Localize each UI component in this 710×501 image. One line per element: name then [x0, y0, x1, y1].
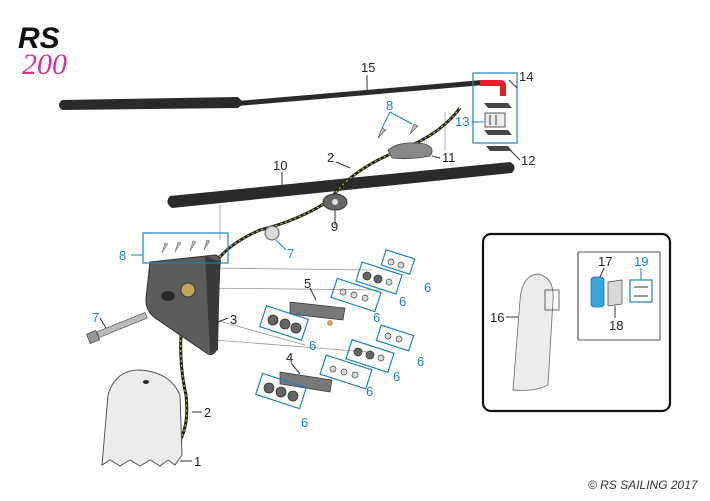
label-6e: 6	[417, 354, 424, 369]
label-8-stock: 8	[119, 248, 126, 263]
label-9: 9	[331, 219, 338, 234]
rudder-blade	[101, 369, 183, 467]
inset-blue-pin	[590, 276, 605, 308]
label-6a: 6	[424, 280, 431, 295]
rudder-stock	[145, 254, 221, 355]
joint-base-plate	[486, 146, 512, 151]
tiller-extension	[59, 80, 484, 110]
label-15: 15	[361, 60, 375, 75]
stock-screws	[161, 239, 211, 254]
label-6g: 6	[366, 384, 373, 399]
label-10: 10	[273, 158, 287, 173]
label-6h: 6	[301, 415, 308, 430]
callout-box-joint	[472, 72, 518, 144]
leader-lines	[99, 75, 642, 462]
label-4: 4	[286, 350, 293, 365]
joint-fittings	[484, 103, 512, 135]
logo-model: 200	[22, 48, 67, 81]
upper-pintle	[289, 301, 346, 326]
part-labels: 15 14 13 12 11 8 2 10 9 7 8 7 3 5 4 2 1 …	[92, 60, 648, 469]
pivot-bolt	[86, 312, 148, 344]
pivot-cap	[264, 225, 280, 241]
inset-detail	[481, 232, 672, 413]
label-5: 5	[304, 276, 311, 291]
copyright-notice: © RS SAILING 2017	[588, 478, 699, 492]
label-12: 12	[521, 153, 535, 168]
label-6c: 6	[373, 310, 380, 325]
callout-box-stock-screws	[142, 232, 229, 264]
inset-pad	[607, 279, 623, 307]
cleat	[387, 142, 433, 160]
logo-brand: RS	[18, 22, 60, 55]
label-7-cap: 7	[287, 246, 294, 261]
label-3: 3	[230, 312, 237, 327]
label-16: 16	[490, 310, 504, 325]
universal-joint	[480, 80, 506, 96]
cleat-screws	[377, 123, 419, 139]
label-11: 11	[442, 150, 456, 165]
lower-pintle	[279, 371, 333, 393]
label-14: 14	[519, 69, 533, 84]
fastener-sets	[254, 249, 416, 410]
label-6d: 6	[309, 338, 316, 353]
label-6f: 6	[393, 369, 400, 384]
label-7-bolt: 7	[92, 310, 99, 325]
label-1: 1	[194, 454, 201, 469]
label-8-upper: 8	[386, 98, 393, 113]
label-13: 13	[455, 114, 469, 129]
label-2-upper: 2	[327, 150, 334, 165]
label-17: 17	[598, 254, 612, 269]
label-18: 18	[609, 318, 623, 333]
rs-logo: RS 200	[18, 22, 67, 81]
label-2-lower: 2	[204, 405, 211, 420]
label-19: 19	[634, 254, 648, 269]
swivel	[322, 193, 348, 211]
label-6b: 6	[399, 294, 406, 309]
